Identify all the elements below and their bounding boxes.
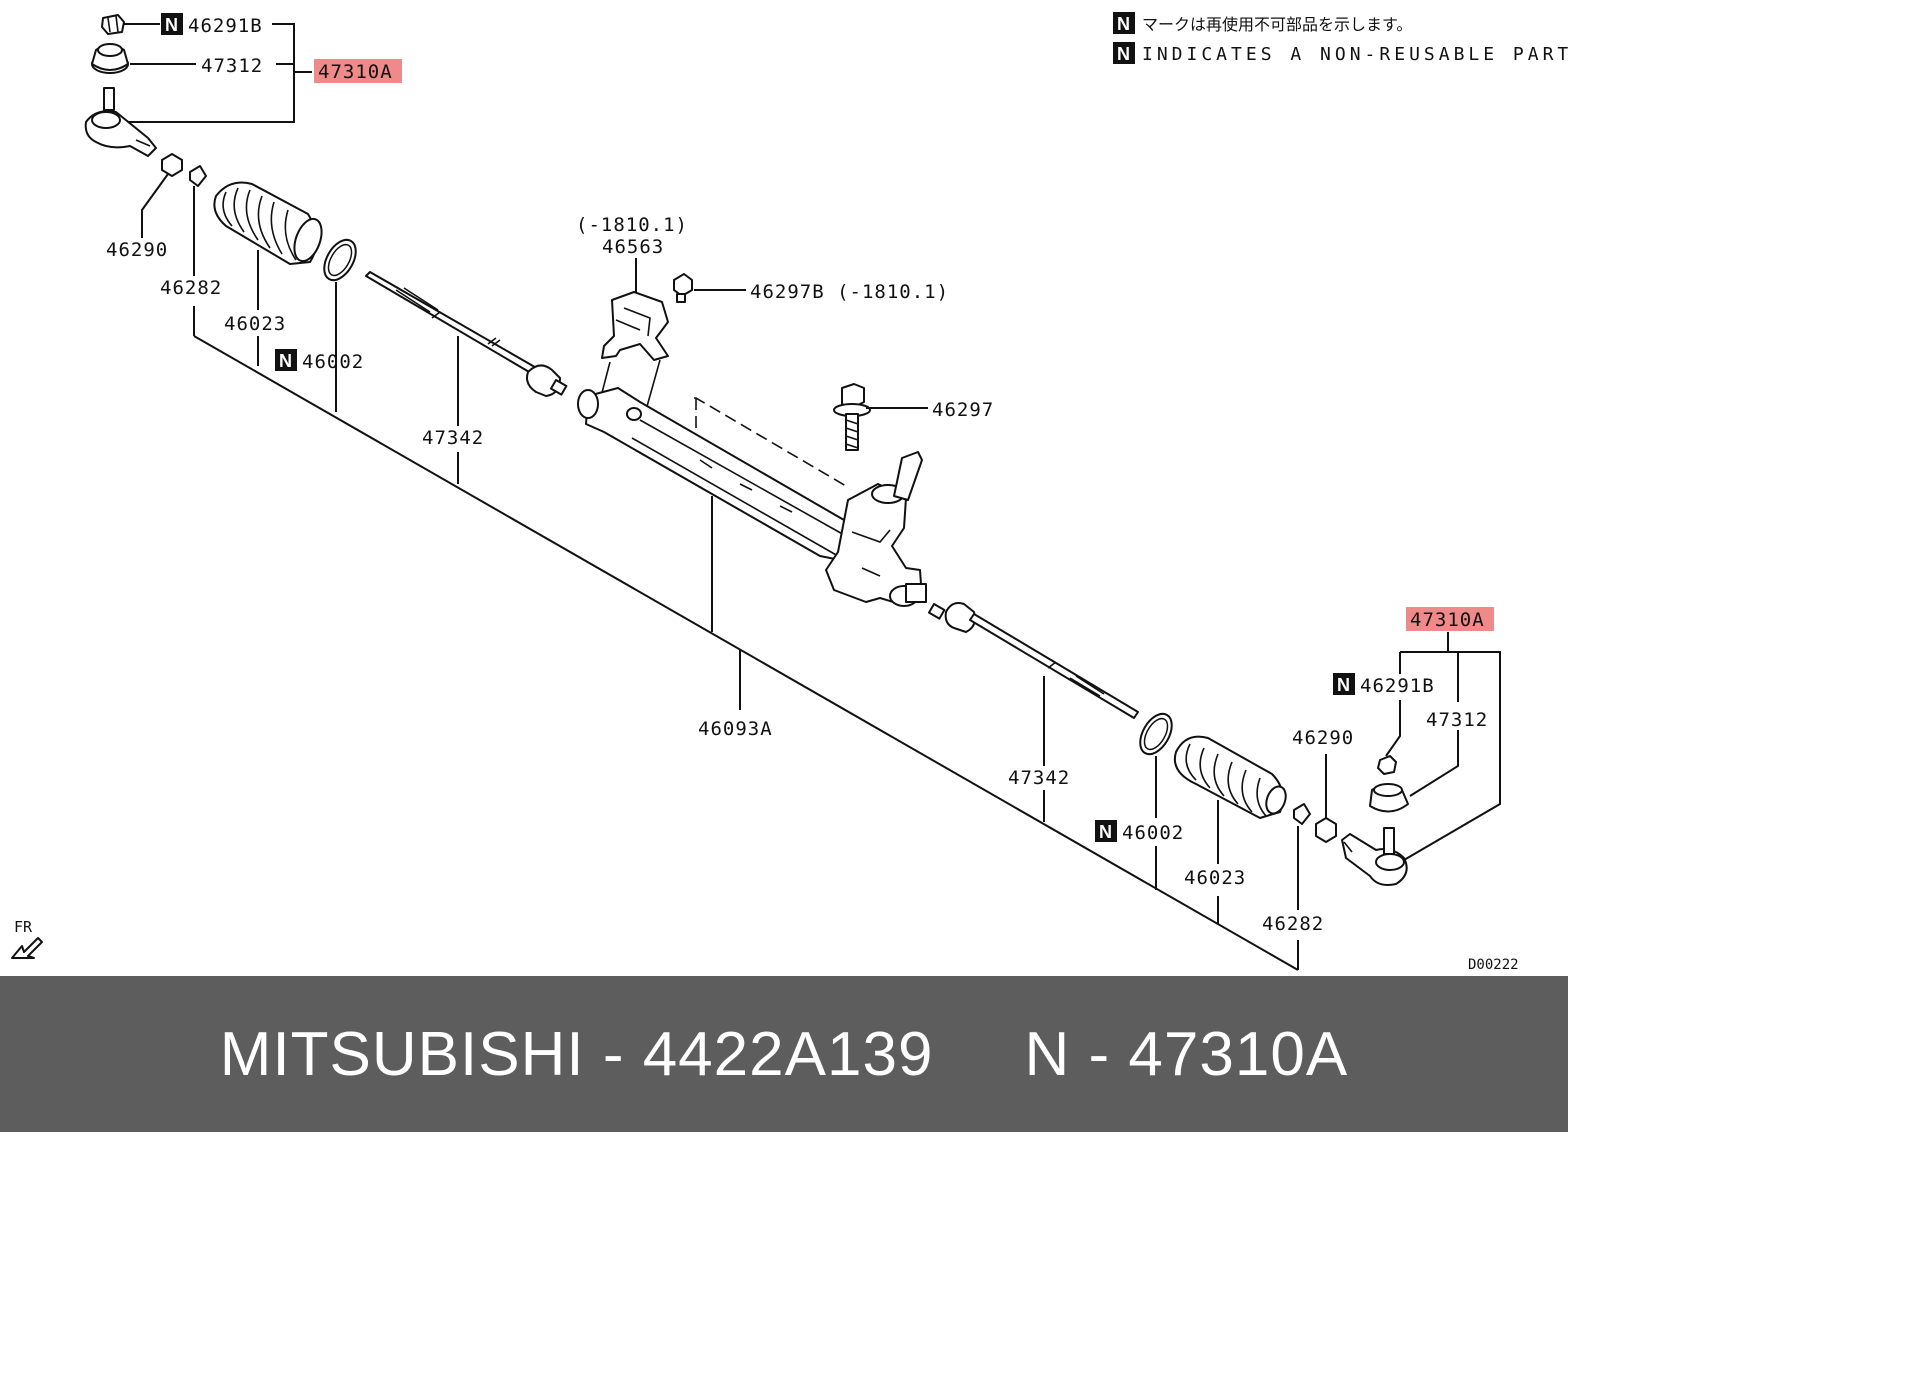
label-47342-left: 47342: [422, 427, 484, 449]
front-label: FR: [14, 918, 33, 936]
svg-text:N: N: [165, 15, 178, 35]
legend-jp-note: マークは再使用不可部品を示します。: [1142, 15, 1412, 34]
non-reusable-marker-icon: [161, 13, 183, 35]
highlight-47310A-left: [314, 59, 402, 83]
lock-nut-46290-right-icon: [1315, 817, 1337, 843]
legend-en-note: INDICATES A NON-REUSABLE PART.: [1142, 44, 1568, 65]
label-46023-right: 46023: [1184, 867, 1246, 889]
non-reusable-marker-icon: [1333, 673, 1355, 695]
svg-text:N: N: [279, 351, 292, 371]
rack-boot-46023-left-icon: [213, 181, 323, 265]
label-46297: 46297: [932, 399, 994, 421]
label-47342-right: 47342: [1008, 767, 1070, 789]
label-46023-left: 46023: [224, 313, 286, 335]
non-reusable-marker-icon: [275, 349, 297, 371]
part-number-footer: MITSUBISHI - 4422A139 N - 47310A: [0, 976, 1568, 1132]
svg-text:N: N: [1117, 44, 1130, 64]
label-47312-right: 47312: [1426, 709, 1488, 731]
bolt-46297B-icon: [673, 273, 693, 303]
clip-46282-right-icon: [1293, 803, 1311, 825]
diagram-svg: N マークは再使用不可部品を示します。 N INDICATES A NON-RE…: [11, 12, 1568, 973]
dust-boot-47312-right-icon: [1369, 783, 1409, 813]
nut-46291B-left-icon: [101, 14, 125, 35]
dust-boot-47312-left-icon: [91, 43, 129, 74]
label-46297B: 46297B (-1810.1): [750, 281, 949, 303]
legend: N マークは再使用不可部品を示します。 N INDICATES A NON-RE…: [1113, 12, 1568, 65]
non-reusable-marker-icon: [1113, 12, 1135, 34]
bracket-46563-icon: [601, 291, 669, 361]
highlight-47310A-right: [1406, 607, 1494, 631]
boot-clamp-46002-left-icon: [323, 238, 357, 282]
tie-rod-end-left-icon: [84, 87, 157, 157]
label-46291B-left: 46291B: [188, 15, 263, 37]
label-46290-left: 46290: [106, 239, 168, 261]
rack-boot-46023-right-icon: [1174, 735, 1287, 819]
diagram-code: D00222: [1468, 957, 1519, 973]
lock-nut-46290-left-icon: [161, 153, 183, 177]
label-46563: 46563: [602, 236, 664, 258]
non-reusable-marker-icon: [1095, 820, 1117, 842]
nut-46291B-right-icon: [1377, 755, 1397, 775]
label-46093A: 46093A: [698, 718, 773, 740]
label-46282-right: 46282: [1262, 913, 1324, 935]
label-47310A-right: 47310A: [1410, 609, 1485, 631]
label-46291B-right: 46291B: [1360, 675, 1435, 697]
label-46002-left: 46002: [302, 351, 364, 373]
boot-clamp-46002-right-icon: [1139, 712, 1173, 756]
bolt-46297-icon: [833, 383, 871, 451]
label-46282-left: 46282: [160, 277, 222, 299]
label-46002-right: 46002: [1122, 822, 1184, 844]
front-arrow-icon: [11, 937, 43, 959]
parts-diagram: N マークは再使用不可部品を示します。 N INDICATES A NON-RE…: [11, 12, 1568, 973]
label-46290-right: 46290: [1292, 727, 1354, 749]
tie-rod-47342-left-icon: [365, 271, 568, 397]
svg-text:N: N: [1337, 675, 1350, 695]
label-46563-date: (-1810.1): [576, 214, 688, 236]
svg-text:N: N: [1117, 14, 1130, 34]
non-reusable-marker-icon: [1113, 42, 1135, 64]
tie-rod-end-right-icon: [1341, 827, 1408, 886]
footer-text: MITSUBISHI - 4422A139 N - 47310A: [219, 1019, 1349, 1089]
label-47312-left: 47312: [201, 55, 263, 77]
tie-rod-47342-right-icon: [928, 602, 1139, 719]
clip-46282-left-icon: [189, 165, 207, 187]
label-47310A-left: 47310A: [318, 61, 393, 83]
svg-text:N: N: [1099, 822, 1112, 842]
steering-gear-housing-46093A-icon: [577, 387, 927, 607]
